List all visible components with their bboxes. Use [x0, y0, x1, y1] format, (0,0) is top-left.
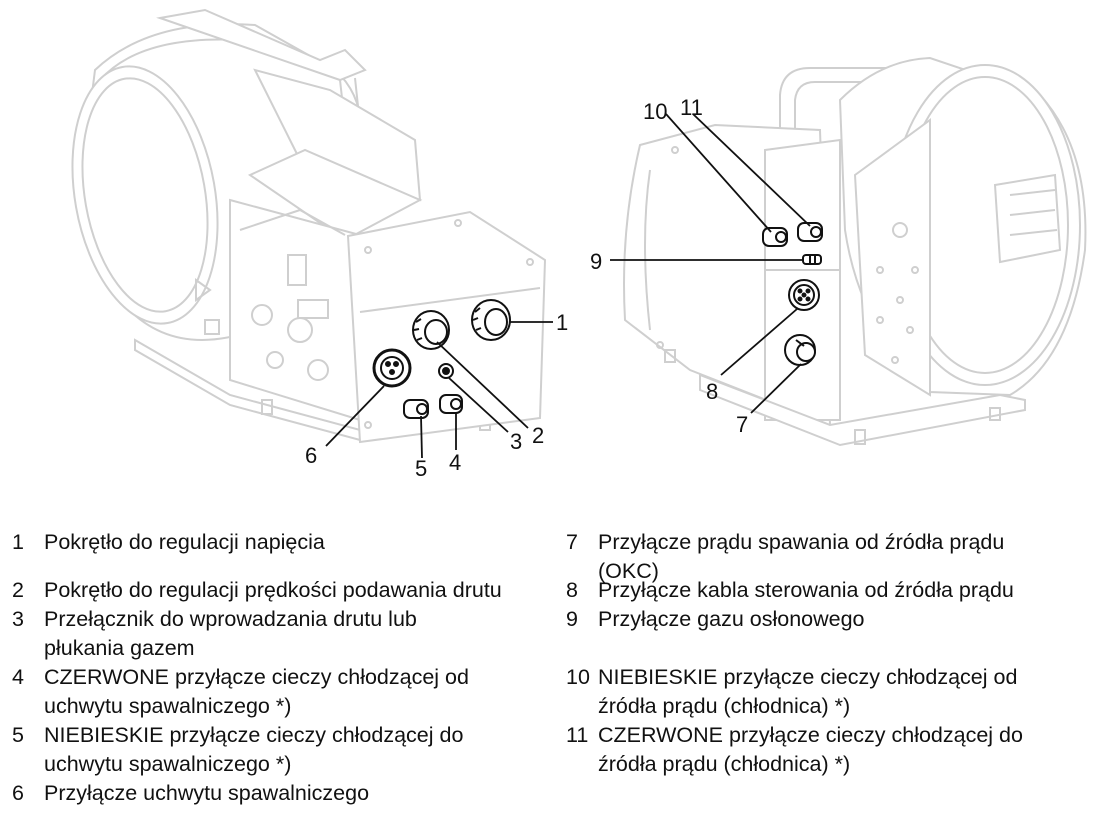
- callout-3: 3: [510, 429, 522, 454]
- legend-item: 11 CZERWONE przyłącze cieczy chłodzącej …: [566, 721, 1086, 779]
- legend-text: NIEBIESKIE przyłącze cieczy chłodzącej o…: [598, 665, 1018, 718]
- legend-item: 2 Pokrętło do regulacji prędkości podawa…: [12, 576, 568, 605]
- blue-coolant-from-cooler-fitting: [762, 227, 788, 247]
- callout-7: 7: [736, 412, 748, 437]
- shielding-gas-connector: [802, 254, 822, 265]
- legend-item: 10 NIEBIESKIE przyłącze cieczy chłodzące…: [566, 663, 1086, 721]
- legend-number: 3: [12, 607, 24, 631]
- legend-text: CZERWONE przyłącze cieczy chłodzącej od …: [44, 665, 469, 718]
- callout-9: 9: [590, 249, 602, 274]
- callout-4: 4: [449, 450, 461, 475]
- legend-text: Przełącznik do wprowadzania drutu lub pł…: [44, 607, 417, 660]
- legend-text: Przyłącze prądu spawania od źródła prądu…: [598, 530, 1005, 583]
- control-cable-connector: [788, 279, 820, 311]
- rear-view-unit: [623, 56, 1087, 447]
- legend-item: 3 Przełącznik do wprowadzania drutu lub …: [12, 605, 568, 663]
- legend-column-left: 1 Pokrętło do regulacji napięcia 2 Pokrę…: [12, 528, 568, 808]
- legend-number: 9: [566, 607, 578, 631]
- legend-number: 2: [12, 578, 24, 602]
- legend-item: 7 Przyłącze prądu spawania od źródła prą…: [566, 528, 1086, 586]
- red-coolant-return-fitting: [439, 394, 463, 414]
- legend-text: Przyłącze gazu osłonowego: [598, 607, 865, 631]
- legend-number: 4: [12, 665, 24, 689]
- legend-item: 9 Przyłącze gazu osłonowego: [566, 605, 1086, 634]
- wire-feeder-diagram: 1 2 3 4 5 6 7 8 9 10 11: [71, 8, 1087, 481]
- voltage-knob: [471, 299, 511, 341]
- legend-text: Pokrętło do regulacji prędkości podawani…: [44, 578, 502, 602]
- callout-6: 6: [305, 443, 317, 468]
- legend-text: Pokrętło do regulacji napięcia: [44, 530, 325, 554]
- legend-number: 5: [12, 723, 24, 747]
- legend-number: 1: [12, 530, 24, 554]
- legend-text: Przyłącze uchwytu spawalniczego: [44, 781, 370, 805]
- front-panel-components: [372, 299, 511, 419]
- legend-number: 10: [566, 665, 590, 689]
- callout-8: 8: [706, 379, 718, 404]
- callout-5: 5: [415, 456, 427, 481]
- legend-item: 4 CZERWONE przyłącze cieczy chłodzącej o…: [12, 663, 568, 721]
- legend-text: NIEBIESKIE przyłącze cieczy chłodzącej d…: [44, 723, 464, 776]
- rear-panel-components: [762, 222, 823, 366]
- legend-item: 1 Pokrętło do regulacji napięcia: [12, 528, 568, 557]
- legend-text: CZERWONE przyłącze cieczy chłodzącej do …: [598, 723, 1023, 776]
- legend-text: Przyłącze kabla sterowania od źródła prą…: [598, 578, 1014, 602]
- callout-numbers: 1 2 3 4 5 6 7 8 9 10 11: [305, 95, 748, 481]
- callout-10: 10: [643, 99, 667, 124]
- front-view-unit: [71, 8, 547, 444]
- legend-number: 7: [566, 530, 578, 554]
- callout-1: 1: [556, 310, 568, 335]
- wire-speed-knob: [412, 310, 450, 350]
- legend-item: 6 Przyłącze uchwytu spawalniczego: [12, 779, 568, 808]
- callout-lines: [325, 113, 811, 459]
- legend-item: 8 Przyłącze kabla sterowania od źródła p…: [566, 576, 1086, 605]
- legend-number: 8: [566, 578, 578, 602]
- legend-number: 6: [12, 781, 24, 805]
- legend-column-right: 7 Przyłącze prądu spawania od źródła prą…: [566, 528, 1086, 779]
- parts-legend: 1 Pokrętło do regulacji napięcia 2 Pokrę…: [0, 528, 1098, 828]
- callout-2: 2: [532, 423, 544, 448]
- legend-item: 5 NIEBIESKIE przyłącze cieczy chłodzącej…: [12, 721, 568, 779]
- torch-connector: [372, 348, 412, 388]
- inch-purge-switch: [438, 363, 454, 379]
- welding-current-okc-connector: [784, 334, 816, 366]
- red-coolant-to-cooler-fitting: [797, 222, 823, 242]
- callout-11: 11: [680, 95, 703, 120]
- legend-number: 11: [566, 723, 589, 747]
- blue-coolant-supply-fitting: [403, 399, 429, 419]
